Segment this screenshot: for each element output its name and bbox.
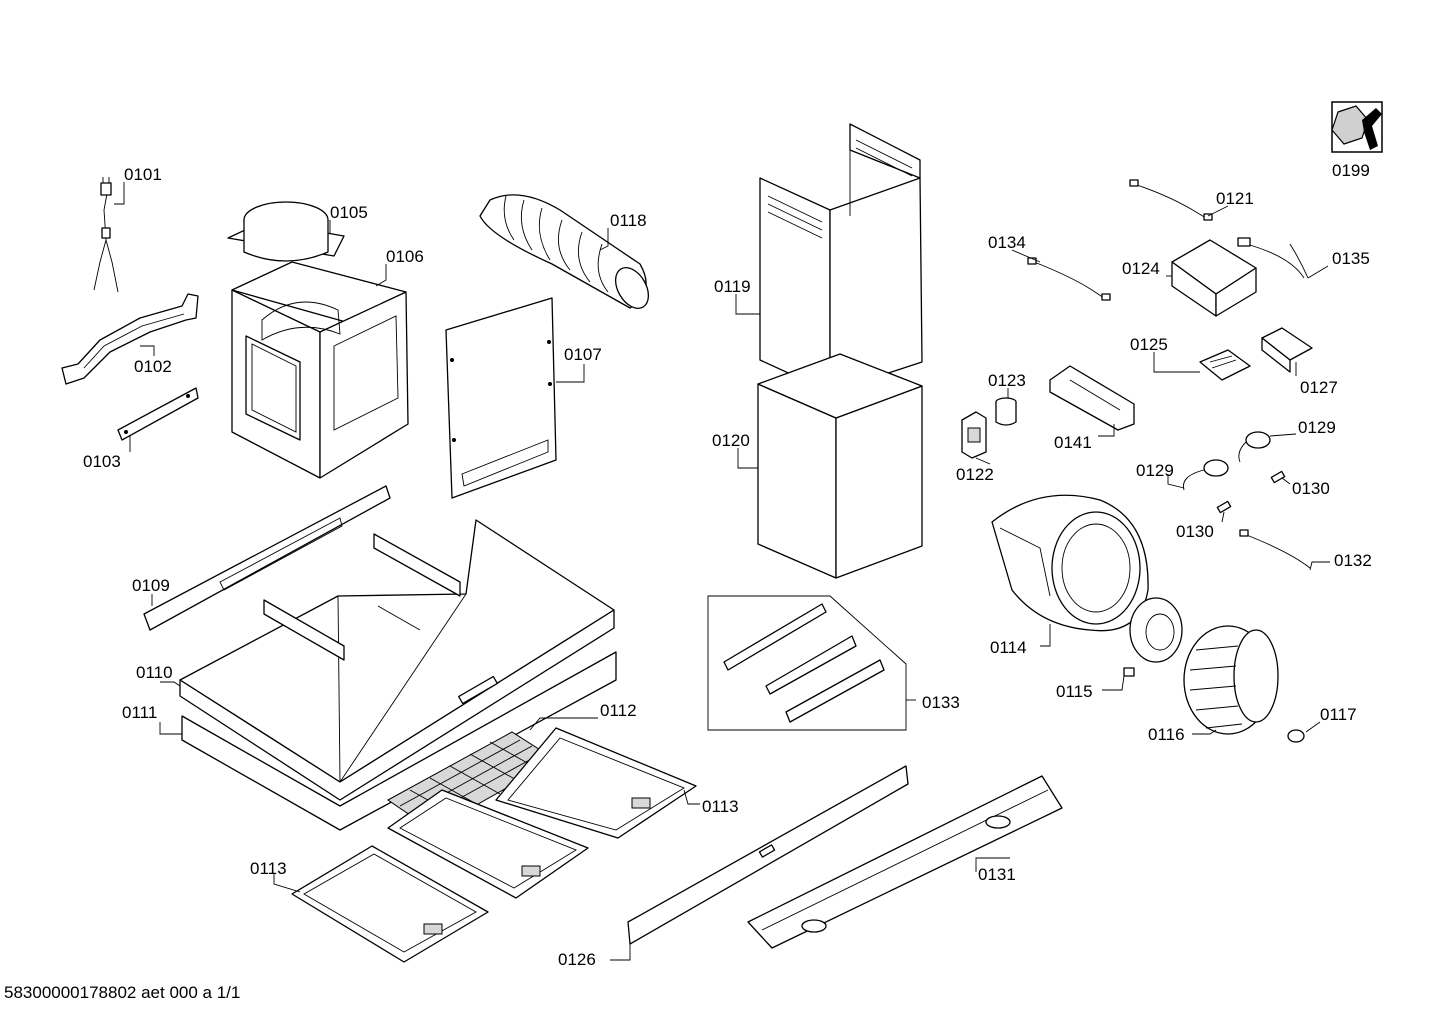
circuit-board-part-0125[interactable] [1199, 349, 1251, 381]
label-0121: 0121 [1216, 189, 1254, 208]
label-0126: 0126 [558, 950, 596, 969]
label-0116: 0116 [1148, 725, 1185, 744]
leader-lines [114, 182, 1330, 961]
label-0141: 0141 [1054, 433, 1092, 452]
label-0129-a: 0129 [1298, 418, 1336, 437]
label-0103: 0103 [83, 452, 121, 471]
label-0117: 0117 [1320, 705, 1357, 724]
relay-module-part-0127[interactable] [1261, 327, 1313, 373]
wrench-nut-icon [1331, 101, 1383, 153]
label-0127: 0127 [1300, 378, 1338, 397]
label-0118: 0118 [610, 211, 647, 230]
front-rail-part[interactable] [143, 485, 391, 631]
mounting-rail-part[interactable] [747, 775, 1063, 949]
label-0132: 0132 [1334, 551, 1372, 570]
wire-part-0134[interactable] [1027, 257, 1111, 301]
label-0106: 0106 [386, 247, 424, 266]
knob-part[interactable] [1287, 729, 1305, 743]
label-0114: 0114 [990, 638, 1027, 657]
label-0134: 0134 [988, 233, 1026, 252]
part-labels: 0101 0102 0103 0105 0106 0107 0109 0110 … [83, 161, 1372, 969]
lower-chimney-part[interactable] [757, 353, 923, 579]
flexible-duct-part[interactable] [479, 194, 655, 314]
label-0101: 0101 [124, 165, 162, 184]
label-0105: 0105 [330, 203, 368, 222]
label-0129-b: 0129 [1136, 461, 1174, 480]
document-footer: 58300000178802 aet 000 a 1/1 [4, 983, 240, 1002]
label-0113-b: 0113 [250, 859, 287, 878]
mounting-bracket-part[interactable] [61, 293, 199, 385]
wire-part-0132[interactable] [1239, 529, 1311, 569]
label-0133: 0133 [922, 693, 960, 712]
lamp-part-0129-a[interactable] [1238, 431, 1271, 463]
control-module-kit[interactable] [707, 595, 907, 731]
fan-housing-part[interactable] [991, 494, 1149, 632]
label-0115: 0115 [1056, 682, 1093, 701]
label-0111: 0111 [122, 703, 157, 722]
label-0110: 0110 [136, 663, 173, 682]
bulb-part-0130-b[interactable] [1216, 500, 1232, 514]
label-0122: 0122 [956, 465, 994, 484]
label-0120: 0120 [712, 431, 750, 450]
fan-impeller-part[interactable] [1183, 625, 1279, 735]
label-0123: 0123 [988, 371, 1026, 390]
label-0130-a: 0130 [1292, 479, 1330, 498]
label-0130-b: 0130 [1176, 522, 1214, 541]
control-board-part-0124[interactable] [1171, 239, 1257, 317]
side-panel-part[interactable] [445, 297, 557, 499]
filter-frame-part-b[interactable] [387, 789, 589, 899]
label-0102: 0102 [134, 357, 172, 376]
label-0107: 0107 [564, 345, 602, 364]
label-0125: 0125 [1130, 335, 1168, 354]
filter-frame-part-c[interactable] [291, 845, 489, 963]
fan-motor-part[interactable] [1123, 597, 1183, 677]
wire-harness-part-0135[interactable] [1237, 237, 1309, 279]
label-0119: 0119 [714, 277, 751, 296]
bulb-part-0130-a[interactable] [1270, 470, 1286, 484]
capacitor-part-0123[interactable] [995, 397, 1017, 426]
label-0199: 0199 [1332, 161, 1370, 180]
lower-trim-part[interactable] [181, 651, 617, 831]
front-strip-part[interactable] [627, 765, 909, 945]
blower-housing-part[interactable] [227, 201, 409, 479]
label-0113-a: 0113 [702, 797, 739, 816]
switch-part-0122[interactable] [961, 411, 987, 459]
small-plate-part[interactable] [117, 387, 199, 441]
label-0135: 0135 [1332, 249, 1370, 268]
power-cord-part[interactable] [93, 177, 119, 293]
bracket-part-0141[interactable] [1049, 365, 1135, 431]
label-0131: 0131 [978, 865, 1016, 884]
label-0109: 0109 [132, 576, 170, 595]
hood-canopy-part[interactable] [179, 519, 615, 801]
label-0112: 0112 [600, 701, 637, 720]
lamp-part-0129-b[interactable] [1182, 459, 1229, 491]
filter-frame-part-a[interactable] [495, 727, 697, 839]
upper-chimney-part[interactable] [759, 123, 923, 393]
label-0124: 0124 [1122, 259, 1160, 278]
wire-harness-part-0121[interactable] [1129, 179, 1213, 221]
